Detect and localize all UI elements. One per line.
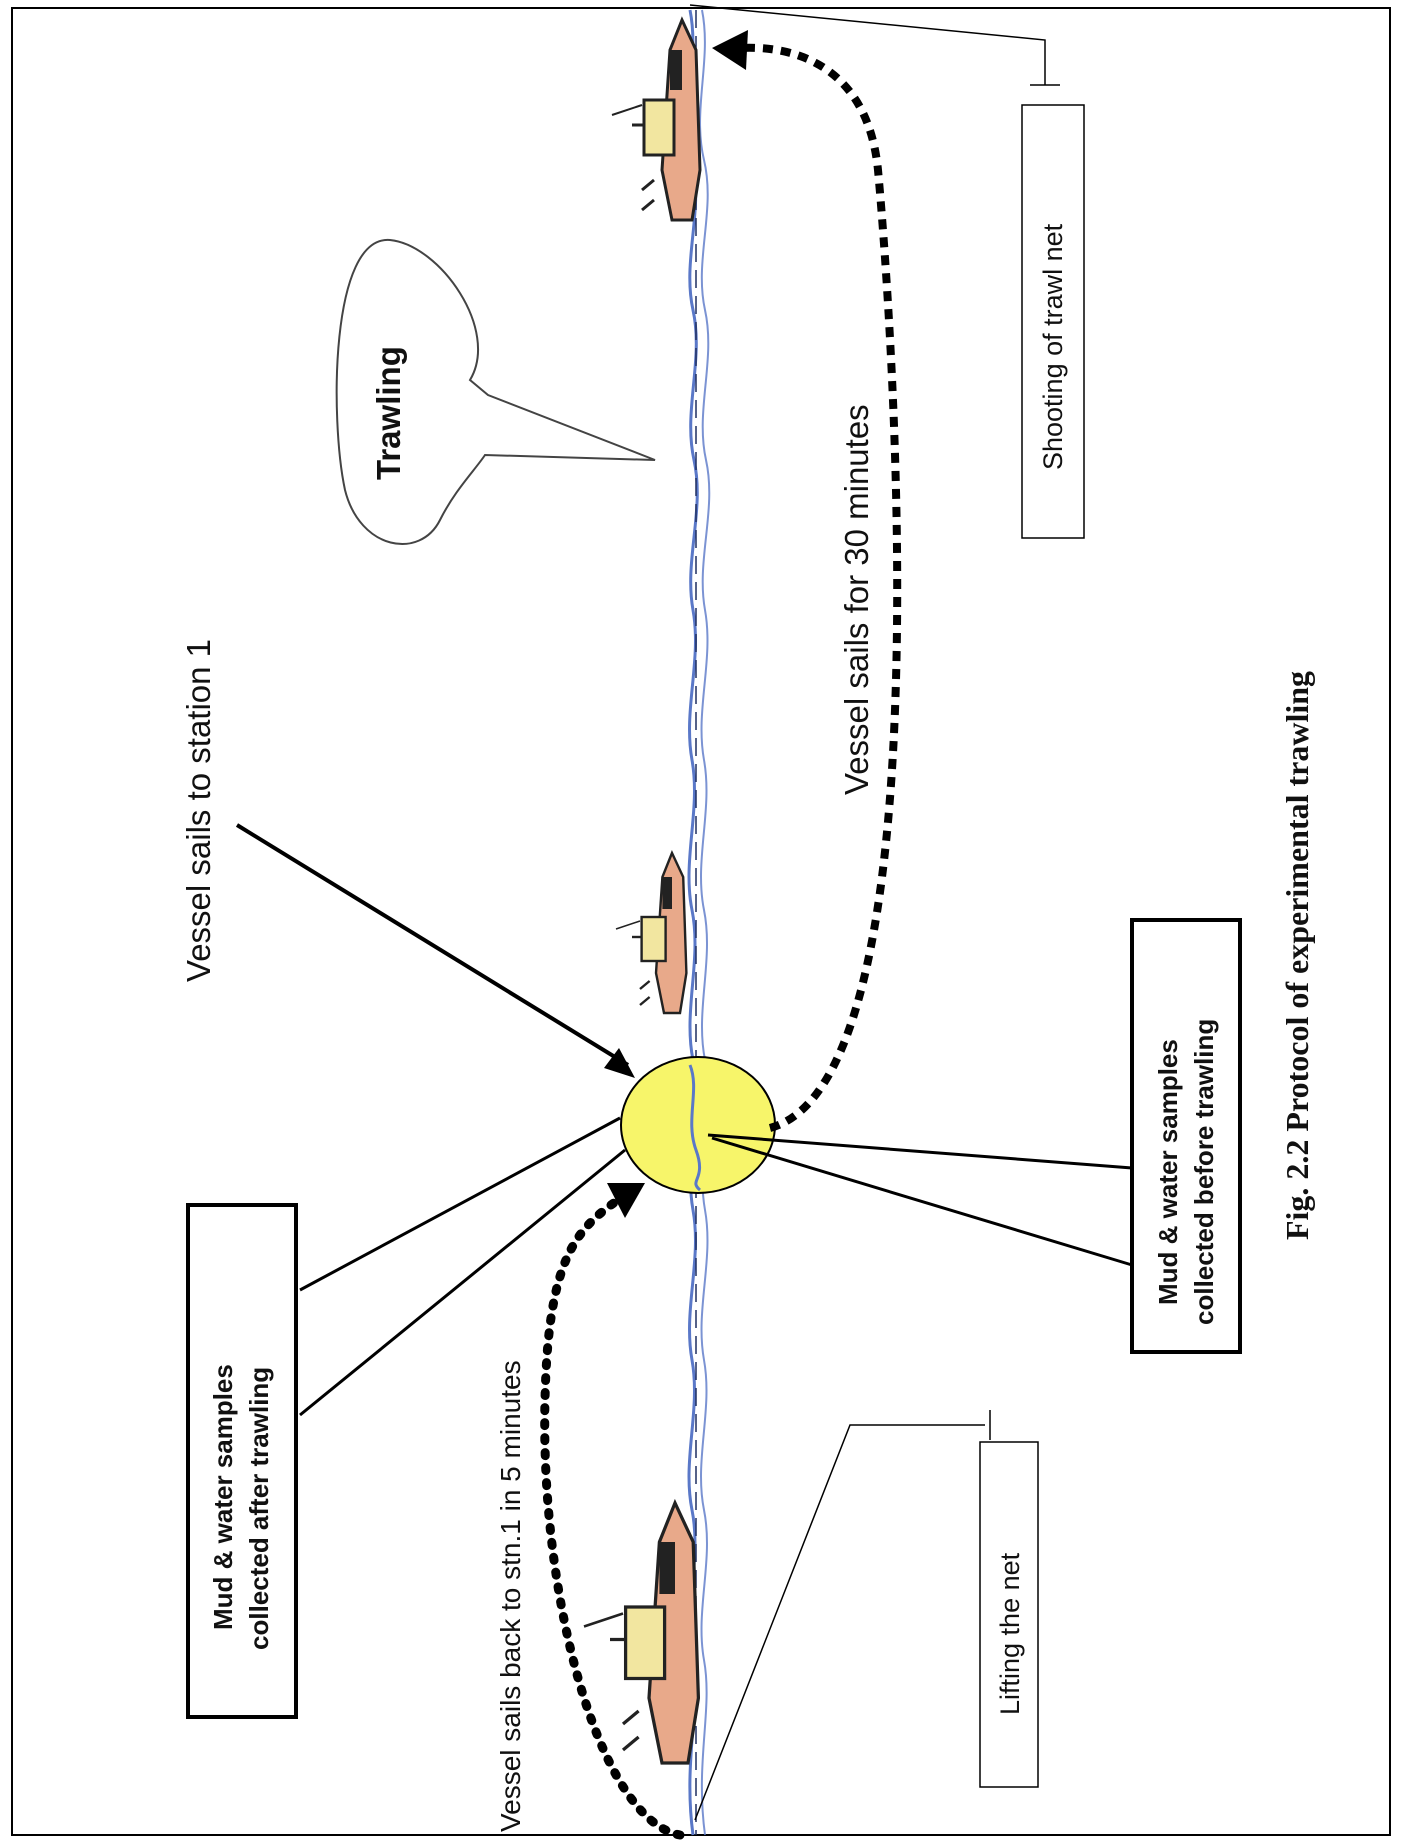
before-label-line1: Mud & water samples xyxy=(1153,1039,1183,1305)
after-label-line2: collected after trawling xyxy=(244,1367,274,1650)
before-label-line2: collected before trawling xyxy=(1189,1019,1219,1325)
trawler-boat-icon xyxy=(611,16,702,222)
back-to-station-label: Vessel sails back to stn.1 in 5 minutes xyxy=(495,1360,526,1832)
after-label-line1: Mud & water samples xyxy=(208,1364,238,1630)
lifting-box xyxy=(979,1441,1039,1788)
lifting-label: Lifting the net xyxy=(995,1552,1025,1715)
shooting-label: Shooting of trawl net xyxy=(1038,223,1068,470)
trawling-label: Trawling xyxy=(370,346,407,480)
before-box xyxy=(1130,918,1242,1354)
callout-after xyxy=(299,1116,626,1417)
arrow-5-minutes xyxy=(540,1183,685,1840)
callout-before xyxy=(707,1133,1133,1267)
vessel-30min-label: Vessel sails for 30 minutes xyxy=(838,404,875,795)
arrow-to-station xyxy=(235,823,635,1078)
after-box xyxy=(186,1203,298,1719)
trawler-boat-icon xyxy=(615,849,688,1015)
shooting-box xyxy=(1021,104,1085,539)
page-border xyxy=(11,7,1391,1836)
water-line xyxy=(686,9,711,1836)
trawling-bubble xyxy=(335,238,656,545)
arrow-30-minutes xyxy=(712,30,902,1132)
vessel-to-station-label: Vessel sails to station 1 xyxy=(180,639,217,982)
trawler-boat-icon xyxy=(583,1498,701,1765)
callout-shooting xyxy=(689,4,1060,86)
callout-lifting xyxy=(694,1410,991,1821)
figure-caption: Fig. 2.2 Protocol of experimental trawli… xyxy=(1279,671,1315,1240)
